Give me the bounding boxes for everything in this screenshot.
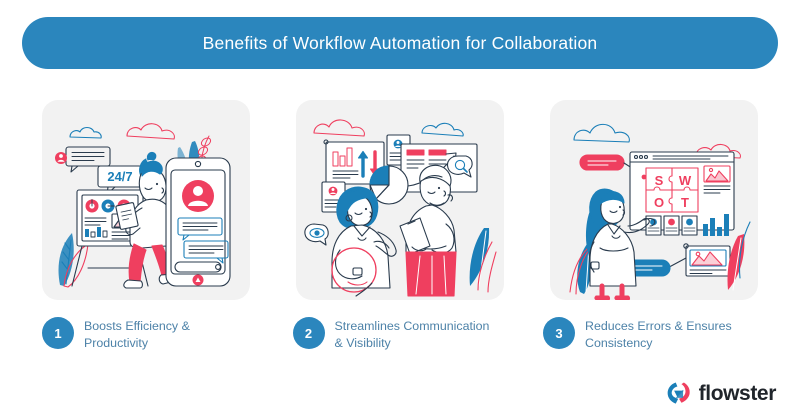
number-badge-2: 2 (292, 317, 325, 349)
flowster-logo[interactable]: flowster (666, 380, 776, 406)
illustration-card-2 (296, 100, 504, 300)
flowster-swirl-logo-icon (667, 382, 690, 404)
illustration-card-1: 24/7 (42, 100, 250, 300)
illustration-label-swot-t: T (681, 195, 689, 210)
illustration-person-presenting-24-7-support-with-mobile-app: 24/7 (55, 123, 231, 289)
caption-label-2: Streamlines Communication & Visibility (334, 319, 490, 350)
caption-label-1: Boosts Efficiency & Productivity (84, 319, 190, 350)
page-title: Benefits of Workflow Automation for Coll… (202, 32, 598, 53)
illustration-label-swot-w: W (679, 173, 692, 188)
illustration-cards-row: 24/7 (42, 100, 758, 300)
header-banner: Benefits of Workflow Automation for Coll… (22, 17, 778, 69)
illustration-two-people-discussing-charts-and-analytics (304, 119, 497, 297)
number-badge-3: 3 (543, 317, 575, 349)
flowster-wordmark: flowster (698, 381, 777, 405)
caption-block-2: 2 Streamlines Communication & Visibility (292, 316, 508, 351)
illustration-person-presenting-swot-analysis-board: S W O T (569, 123, 751, 300)
illustration-label-swot-o: O (654, 195, 664, 210)
caption-block-3: 3 Reduces Errors & Ensures Consistency (543, 316, 758, 351)
caption-block-1: 1 Boosts Efficiency & Productivity (42, 316, 257, 351)
illustration-label-24-7: 24/7 (107, 169, 132, 184)
illustration-card-3: S W O T (550, 100, 758, 300)
caption-label-3: Reduces Errors & Ensures Consistency (585, 319, 732, 350)
illustration-label-swot-s: S (655, 173, 664, 188)
number-badge-1: 1 (42, 317, 74, 349)
captions-row: 1 Boosts Efficiency & Productivity 2 Str… (42, 316, 758, 351)
